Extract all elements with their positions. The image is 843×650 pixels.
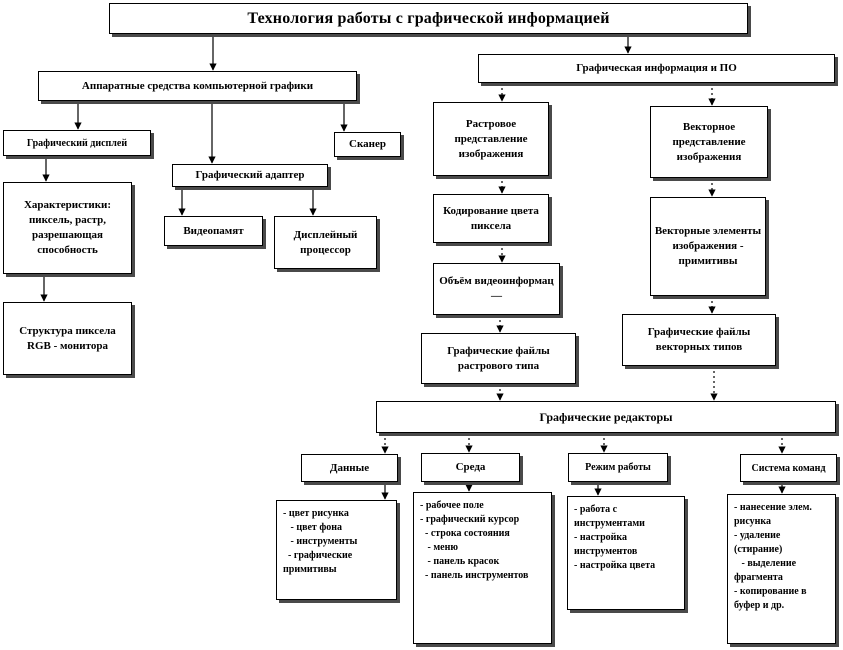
- hardware-root-box: Аппаратные средства компьютерной графики: [38, 71, 357, 101]
- vector-box: Векторное представление изображения: [650, 106, 768, 178]
- software-root-text: Графическая информация и ПО: [576, 62, 737, 74]
- volume-text: Объём видеоинформац —: [439, 275, 554, 302]
- display-chars-box: Характеристики: пиксель, растр, разрешаю…: [3, 182, 132, 274]
- display-chars-text: Характеристики: пиксель, растр, разрешаю…: [23, 199, 112, 256]
- display-text: Графический дисплей: [26, 137, 128, 149]
- modes-list-text: - работа с инструментами - настройка инс…: [574, 504, 656, 571]
- hardware-root-text: Аппаратные средства компьютерной графики: [81, 79, 314, 92]
- diagram-title: Технология работы с графической информац…: [109, 3, 748, 34]
- commands-list-text: - нанесение элем. рисунка - удаление (ст…: [734, 502, 812, 611]
- data-box: Данные: [301, 454, 398, 482]
- env-box: Среда: [421, 453, 520, 482]
- raster-files-box: Графические файлы растрового типа: [421, 333, 576, 384]
- scanner-text: Сканер: [349, 138, 386, 150]
- raster-text: Растровое представление изображения: [454, 117, 528, 160]
- pixel-structure-box: Структура пиксела RGB - монитора: [3, 302, 132, 375]
- vector-files-box: Графические файлы векторных типов: [622, 314, 776, 366]
- adapter-box: Графический адаптер: [172, 164, 328, 187]
- modes-list-box: - работа с инструментами - настройка инс…: [567, 496, 685, 610]
- data-text: Данные: [329, 461, 370, 474]
- volume-box: Объём видеоинформац —: [433, 263, 560, 315]
- display-box: Графический дисплей: [3, 130, 151, 156]
- raster-box: Растровое представление изображения: [433, 102, 549, 176]
- vector-elements-box: Векторные элементы изображения - примити…: [650, 197, 766, 296]
- env-list-box: - рабочее поле - графический курсор - ст…: [413, 492, 552, 644]
- vector-text: Векторное представление изображения: [672, 120, 746, 163]
- modes-text: Режим работы: [585, 462, 651, 473]
- env-list-text: - рабочее поле - графический курсор - ст…: [420, 500, 529, 581]
- modes-box: Режим работы: [568, 453, 668, 482]
- scanner-box: Сканер: [334, 132, 401, 157]
- pixel-structure-text: Структура пиксела RGB - монитора: [19, 324, 116, 352]
- color-coding-box: Кодирование цвета пиксела: [433, 194, 549, 243]
- display-processor-text: Дисплейный процессор: [293, 228, 358, 256]
- editors-root-box: Графические редакторы: [376, 401, 836, 433]
- data-list-box: - цвет рисунка - цвет фона - инструменты…: [276, 500, 397, 600]
- videomemory-box: Видеопамят: [164, 216, 263, 246]
- software-root-box: Графическая информация и ПО: [478, 54, 835, 83]
- commands-text: Система команд: [751, 462, 826, 474]
- data-list-text: - цвет рисунка - цвет фона - инструменты…: [283, 508, 358, 575]
- raster-files-text: Графические файлы растрового типа: [447, 344, 550, 372]
- commands-list-box: - нанесение элем. рисунка - удаление (ст…: [727, 494, 836, 644]
- editors-root-text: Графические редакторы: [539, 409, 673, 424]
- adapter-text: Графический адаптер: [195, 169, 305, 181]
- videomemory-text: Видеопамят: [183, 224, 244, 237]
- vector-files-text: Графические файлы векторных типов: [647, 326, 751, 353]
- commands-box: Система команд: [740, 454, 837, 482]
- diagram-title-text: Технология работы с графической информац…: [247, 10, 610, 27]
- env-text: Среда: [455, 461, 486, 473]
- vector-elements-text: Векторные элементы изображения - примити…: [654, 225, 762, 267]
- color-coding-text: Кодирование цвета пиксела: [443, 204, 539, 232]
- display-processor-box: Дисплейный процессор: [274, 216, 377, 269]
